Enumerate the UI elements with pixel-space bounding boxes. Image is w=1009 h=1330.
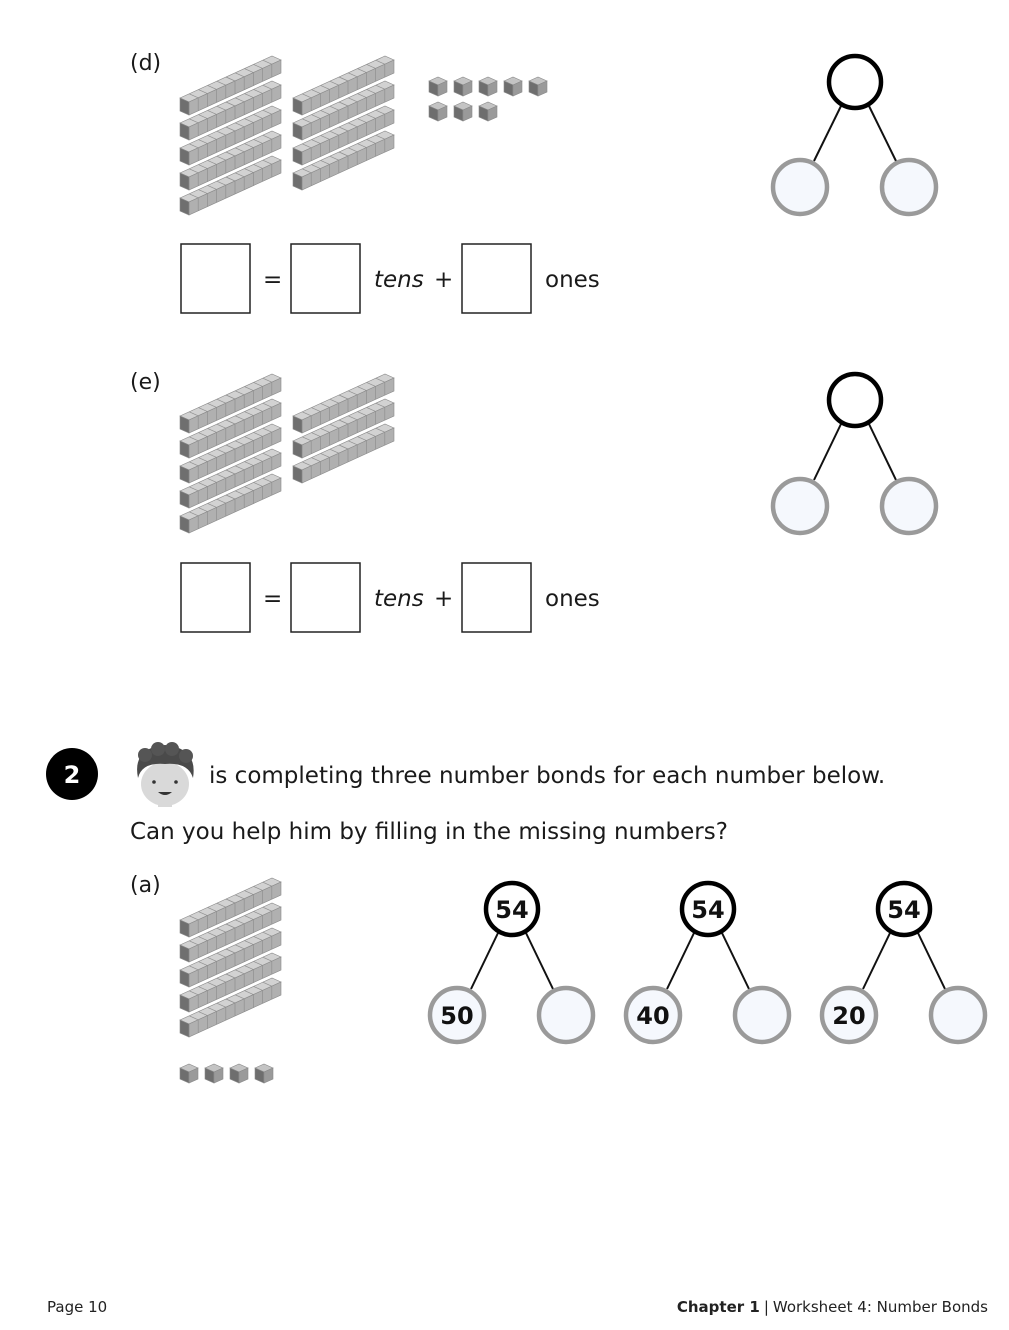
bond-part-circle-empty[interactable] (928, 985, 988, 1045)
answer-box-total[interactable] (180, 562, 251, 633)
bond-whole-circle (483, 880, 541, 938)
question2-prompt: Can you help him by filling in the missi… (130, 819, 728, 845)
tens-rod (179, 130, 282, 191)
bond-part-circle-empty[interactable] (732, 985, 792, 1045)
answer-box-total[interactable] (180, 243, 251, 314)
number-bonds-2a: 54 50 54 40 54 20 (427, 880, 988, 1045)
question-label-e: (e) (130, 370, 161, 395)
tens-rod (179, 105, 282, 166)
answer-box-ones[interactable] (461, 562, 532, 633)
tens-rod (179, 448, 282, 509)
number-bond: 54 40 (623, 880, 792, 1045)
tens-rod (292, 130, 395, 191)
equals-sign: = (263, 586, 282, 612)
tens-rod (179, 927, 282, 988)
bond-whole-circle[interactable] (826, 53, 884, 111)
plus-sign: + (434, 586, 453, 612)
question-label-2a: (a) (130, 873, 161, 898)
number-bond: 54 20 (819, 880, 988, 1045)
ones-cube (229, 1063, 249, 1084)
bond-part-circle[interactable] (879, 157, 939, 217)
bond-part-circle (623, 985, 683, 1045)
footer-title: Chapter 1|Worksheet 4: Number Bonds (677, 1298, 988, 1316)
answer-box-ones[interactable] (461, 243, 532, 314)
ones-cube (254, 1063, 274, 1084)
base-ten-blocks-e (179, 373, 395, 534)
ones-cube (428, 76, 448, 97)
bond-part-value: 40 (636, 1002, 669, 1030)
tens-rod (179, 423, 282, 484)
tens-rod (292, 373, 395, 434)
bond-part-circle (819, 985, 879, 1045)
ones-cube (503, 76, 523, 97)
bond-part-circle[interactable] (879, 476, 939, 536)
footer-chapter: Chapter 1 (677, 1298, 760, 1316)
tens-rod (179, 877, 282, 938)
question2-intro: is completing three number bonds for eac… (209, 763, 885, 789)
bond-part-circle[interactable] (770, 476, 830, 536)
equation-e: = tens + ones (180, 562, 600, 633)
equation-d: = tens + ones (180, 243, 600, 314)
ones-cube (453, 76, 473, 97)
bond-part-circle (427, 985, 487, 1045)
answer-box-tens[interactable] (290, 243, 361, 314)
tens-rod (179, 398, 282, 459)
ones-cube (204, 1063, 224, 1084)
tens-rod (179, 373, 282, 434)
ones-cube (179, 1063, 199, 1084)
number-bond: 54 50 (427, 880, 596, 1045)
tens-rod (292, 423, 395, 484)
ones-cube (453, 101, 473, 122)
svg-text:2: 2 (64, 761, 81, 789)
bond-part-circle[interactable] (770, 157, 830, 217)
tens-rod (292, 80, 395, 141)
plus-sign: + (434, 267, 453, 293)
bond-part-value: 20 (832, 1002, 865, 1030)
tens-rod (179, 155, 282, 216)
bond-part-circle-empty[interactable] (536, 985, 596, 1045)
number-bond-e (770, 371, 939, 536)
ones-cube (478, 101, 498, 122)
ones-label: ones (545, 267, 600, 293)
tens-rod (179, 977, 282, 1038)
bond-whole-value: 54 (691, 896, 724, 924)
tens-label: tens (374, 586, 424, 612)
bond-whole-circle (875, 880, 933, 938)
tens-rod (292, 398, 395, 459)
ones-cube (428, 101, 448, 122)
equals-sign: = (263, 267, 282, 293)
ones-label: ones (545, 586, 600, 612)
base-ten-blocks-2a (179, 877, 282, 1084)
number-bond-d (770, 53, 939, 217)
tens-rod (292, 55, 395, 116)
bond-whole-circle (679, 880, 737, 938)
base-ten-blocks-d (179, 55, 548, 216)
bond-whole-value: 54 (887, 896, 920, 924)
tens-rod (179, 952, 282, 1013)
question-number-badge: 2 (46, 748, 98, 800)
tens-label: tens (374, 267, 424, 293)
tens-rod (179, 473, 282, 534)
bond-part-value: 50 (440, 1002, 473, 1030)
footer-separator: | (764, 1298, 769, 1316)
question-label-d: (d) (130, 51, 161, 76)
tens-rod (179, 902, 282, 963)
tens-rod (179, 80, 282, 141)
tens-rod (292, 105, 395, 166)
answer-box-tens[interactable] (290, 562, 361, 633)
tens-rod (179, 55, 282, 116)
ones-cube (528, 76, 548, 97)
ones-cube (478, 76, 498, 97)
page-number: Page 10 (47, 1298, 107, 1316)
bond-whole-circle[interactable] (826, 371, 884, 429)
bond-whole-value: 54 (495, 896, 528, 924)
footer-worksheet: Worksheet 4: Number Bonds (773, 1298, 988, 1316)
boy-face-icon (137, 742, 194, 807)
